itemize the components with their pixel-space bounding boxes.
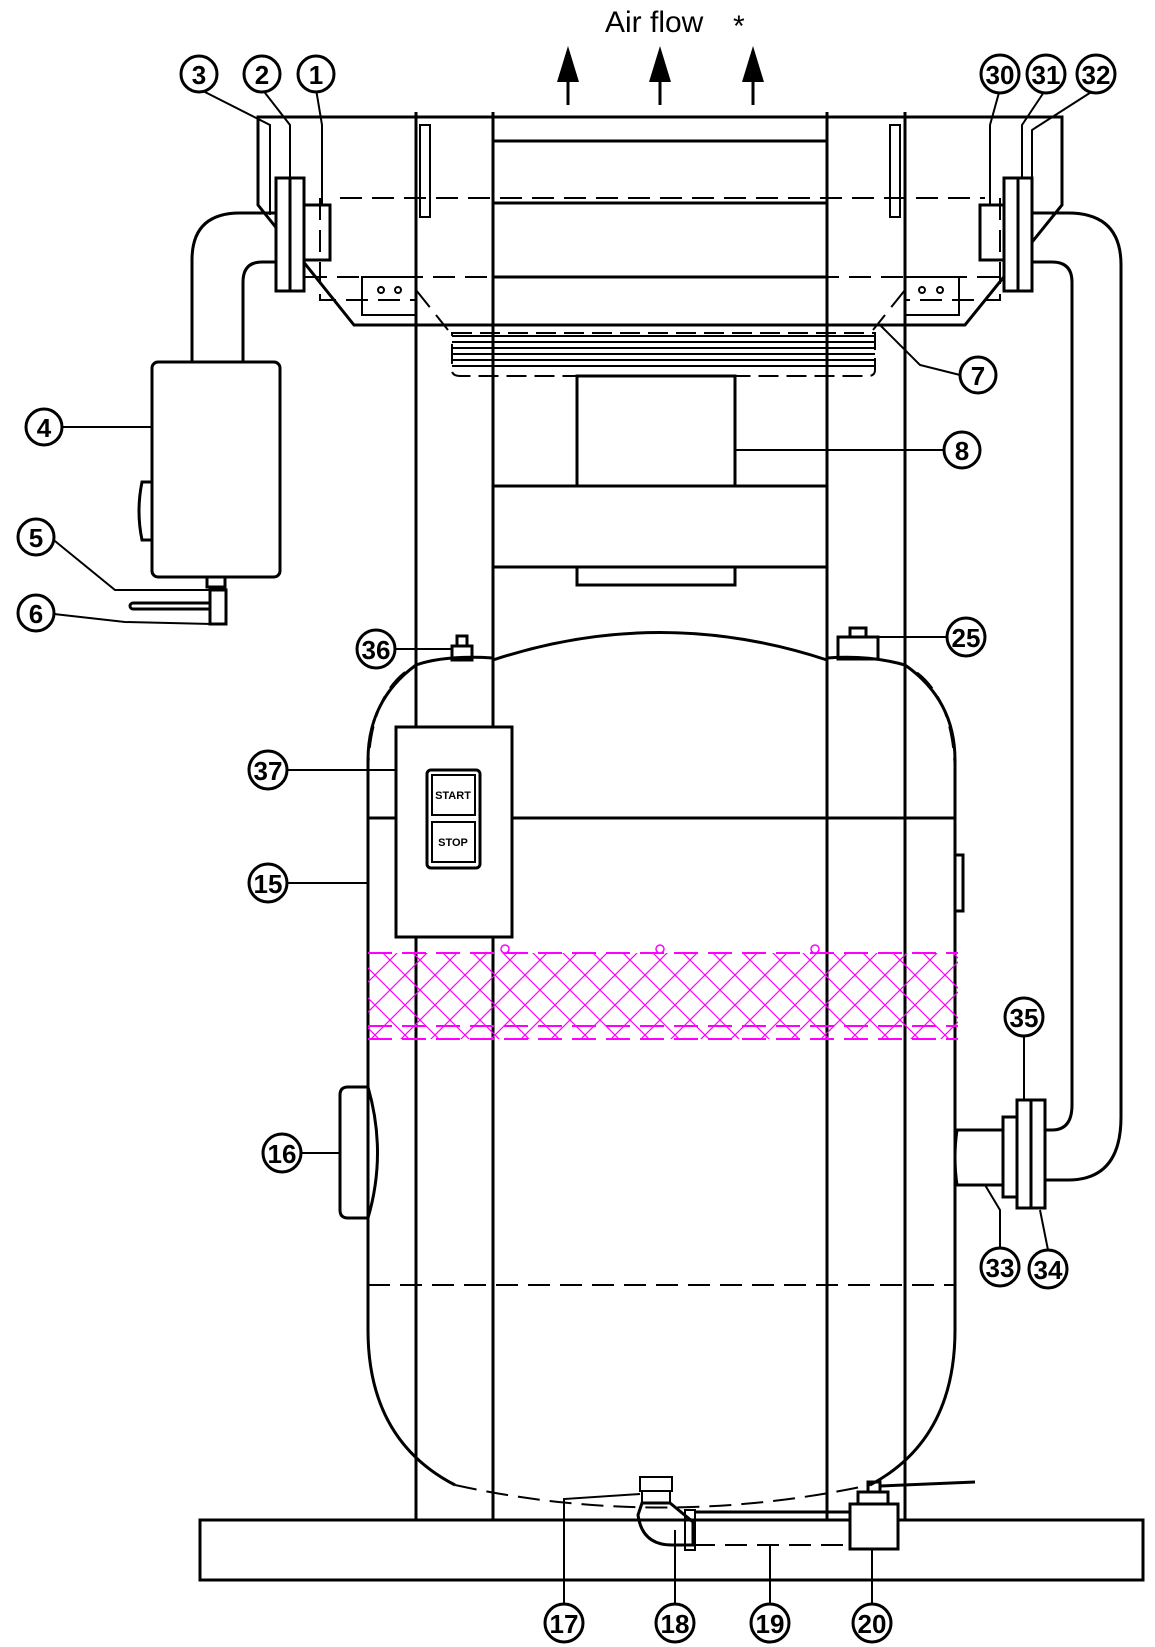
callout-6: 6 — [16, 593, 56, 633]
inlet-flange — [274, 176, 332, 293]
callout-36: 36 — [355, 628, 397, 670]
svg-text:37: 37 — [254, 756, 283, 786]
frame-right-column — [825, 112, 907, 1520]
svg-text:20: 20 — [858, 1609, 887, 1639]
callout-5: 5 — [16, 517, 56, 557]
heat-exchanger-fins — [451, 332, 876, 377]
svg-text:35: 35 — [1010, 1003, 1039, 1033]
svg-text:36: 36 — [362, 635, 391, 665]
fan-motor — [493, 374, 827, 587]
callout-34: 34 — [1027, 1248, 1069, 1290]
filter-band — [368, 944, 958, 1040]
svg-text:6: 6 — [29, 599, 43, 629]
airflow-arrows — [557, 46, 764, 105]
callout-30: 30 — [979, 53, 1021, 95]
base-plate — [198, 1518, 1145, 1582]
title-asterisk: * — [733, 10, 745, 43]
callout-4: 4 — [24, 407, 64, 447]
svg-text:2: 2 — [255, 60, 269, 90]
callout-15: 15 — [247, 862, 289, 904]
svg-text:33: 33 — [986, 1253, 1015, 1283]
callout-20: 20 — [851, 1602, 893, 1644]
svg-text:18: 18 — [661, 1609, 690, 1639]
diagram-title: Air flow — [605, 6, 704, 39]
return-pipe-outer — [1032, 211, 1123, 1182]
stop-button[interactable]: STOP — [438, 837, 468, 849]
callout-25: 25 — [945, 616, 987, 658]
start-button[interactable]: START — [435, 790, 471, 802]
control-box — [394, 725, 514, 939]
callout-37: 37 — [247, 749, 289, 791]
svg-text:31: 31 — [1032, 60, 1061, 90]
svg-text:4: 4 — [37, 413, 52, 443]
inlet-pipe-outer — [190, 211, 276, 362]
callout-19: 19 — [749, 1602, 791, 1644]
svg-text:17: 17 — [550, 1609, 579, 1639]
callout-32: 32 — [1075, 53, 1117, 95]
air-tank — [338, 626, 965, 1509]
svg-text:34: 34 — [1034, 1255, 1063, 1285]
svg-text:19: 19 — [756, 1609, 785, 1639]
callout-31: 31 — [1025, 53, 1067, 95]
callout-18: 18 — [654, 1602, 696, 1644]
svg-text:30: 30 — [986, 60, 1015, 90]
return-pipe-inner — [1032, 260, 1074, 1132]
callout-16: 16 — [261, 1132, 303, 1174]
leader-lines — [44, 88, 1097, 1623]
svg-text:1: 1 — [309, 60, 323, 90]
water-separator — [128, 360, 282, 626]
drain-piping — [636, 1476, 976, 1551]
callout-33: 33 — [979, 1246, 1021, 1288]
callout-17: 17 — [543, 1602, 585, 1644]
callout-1: 1 — [296, 54, 336, 94]
svg-text:5: 5 — [29, 523, 43, 553]
inlet-pipe-inner — [241, 260, 276, 362]
callout-7: 7 — [958, 355, 998, 395]
callout-2: 2 — [242, 54, 282, 94]
svg-text:32: 32 — [1082, 60, 1111, 90]
svg-text:16: 16 — [268, 1139, 297, 1169]
callout-8: 8 — [942, 430, 982, 470]
svg-text:25: 25 — [952, 623, 981, 653]
svg-text:3: 3 — [192, 60, 206, 90]
top-header — [256, 115, 1064, 331]
callout-3: 3 — [179, 54, 219, 94]
outlet-flange-bottom — [953, 1098, 1047, 1210]
callout-35: 35 — [1003, 996, 1045, 1038]
svg-text:8: 8 — [955, 436, 969, 466]
svg-text:7: 7 — [971, 361, 985, 391]
outlet-flange-top — [978, 176, 1034, 293]
svg-text:15: 15 — [254, 869, 283, 899]
